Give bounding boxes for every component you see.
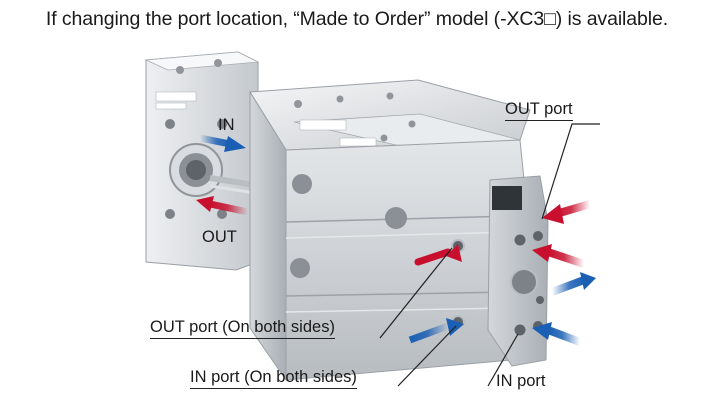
rear-end-plate: [144, 51, 260, 271]
leader-lines: [379, 123, 600, 387]
label-in-port: IN port: [496, 372, 546, 390]
in-arrow-end-bottom: [532, 322, 582, 346]
label-in: IN: [218, 116, 235, 134]
label-out: OUT: [202, 228, 237, 246]
out-arrow-rear: [196, 196, 249, 216]
caption-text: If changing the port location, “Made to …: [45, 8, 669, 30]
flow-arrows: [196, 134, 596, 346]
label-out-port-both-sides: OUT port (On both sides): [150, 318, 335, 339]
out-arrow-end-mid: [532, 244, 586, 268]
in-arrow-end-mid: [550, 272, 596, 296]
in-arrow-rear: [199, 134, 246, 152]
out-arrow-side: [414, 244, 462, 266]
out-arrow-end-top: [542, 200, 592, 224]
main-body: [249, 79, 549, 382]
label-out-port: OUT port: [505, 100, 573, 121]
label-in-port-both-sides: IN port (On both sides): [190, 368, 357, 389]
